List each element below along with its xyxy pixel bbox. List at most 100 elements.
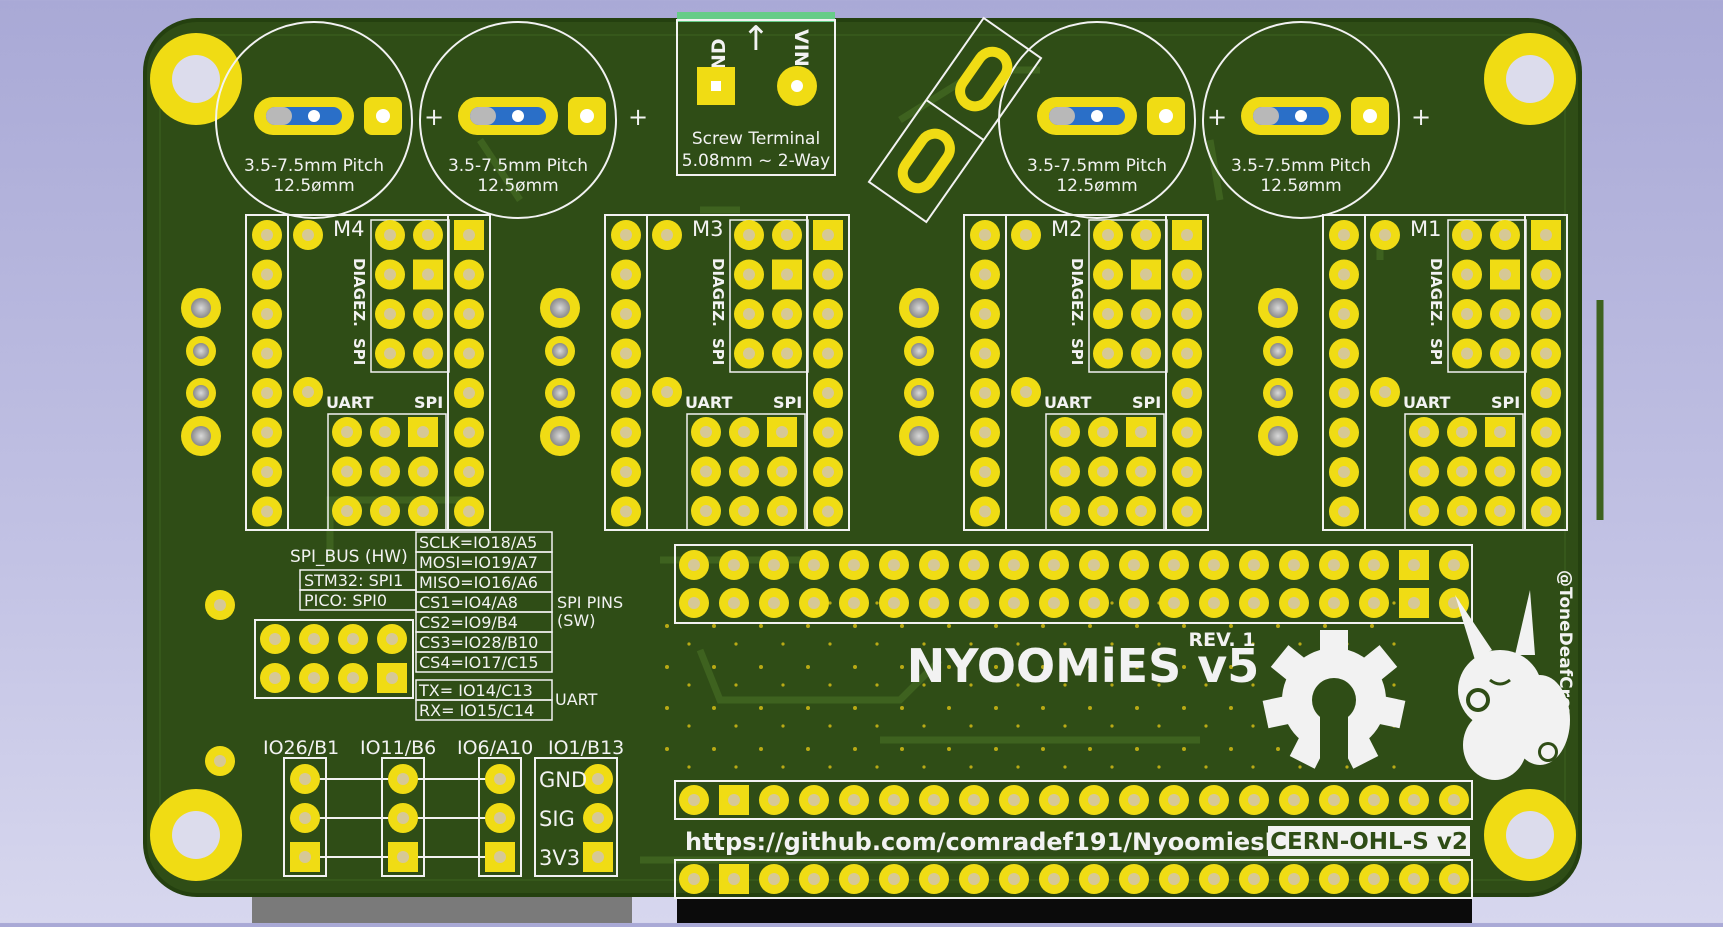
vin-terminal-label: VIN	[790, 29, 812, 67]
spi-mode-label: SPI	[1427, 338, 1445, 365]
mounting-holes	[150, 33, 1576, 881]
capacitor-pitch-label: 3.5-7.5mm Pitch	[448, 156, 588, 176]
author-tag: @ToneDeafCrow	[1555, 570, 1575, 725]
gpio-header-label: IO6/A10	[457, 737, 533, 759]
ez-label: EZ.	[350, 300, 368, 327]
spi-mode-label: SPI	[414, 393, 443, 412]
motor-label: M1	[1410, 217, 1441, 241]
capacitor-polarity-label: +	[1207, 103, 1227, 131]
spi-mode-label: SPI	[1132, 393, 1161, 412]
spi-mode-label: SPI	[350, 338, 368, 365]
spi-pin-label: CS2=IO9/B4	[419, 613, 518, 632]
spi-pins-label: SPI PINS	[557, 593, 623, 612]
motor-label: M4	[333, 217, 364, 241]
endstop-connector	[540, 288, 580, 456]
diag-label: DIAG	[350, 258, 368, 300]
board-title: NYOOMiES v5	[907, 639, 1259, 693]
capacitor-polarity-label: +	[628, 103, 648, 131]
capacitor-pitch-label: 3.5-7.5mm Pitch	[1231, 156, 1371, 176]
spi-mode-label: SPI	[1491, 393, 1520, 412]
spi-mode-label: SPI	[709, 338, 727, 365]
capacitor-polarity-label: +	[424, 103, 444, 131]
spi-bus-info-block: SPI_BUS (HW) STM32: SPI1 PICO: SPI0 SCLK…	[290, 531, 623, 721]
open-hardware-gear-icon	[1262, 630, 1406, 769]
spi-pin-label: CS1=IO4/A8	[419, 593, 518, 612]
capacitor-polarity-label: +	[1411, 103, 1431, 131]
diag-label: DIAG	[709, 258, 727, 300]
terminal-spec-label: 5.08mm ~ 2-Way	[682, 151, 830, 171]
spi-bus-title: SPI_BUS (HW)	[290, 547, 408, 567]
uart-mode-label: UART	[326, 393, 373, 412]
pin-headers	[674, 544, 1473, 899]
gpio-row-label: GND	[539, 768, 587, 792]
motor-label: M2	[1051, 217, 1082, 241]
mounting-hole-bottom-right	[1484, 789, 1576, 881]
header-row-bottom-1	[679, 785, 1469, 815]
capacitor-pitch-label: 3.5-7.5mm Pitch	[1027, 156, 1167, 176]
capacitor-diameter-label: 12.5ømm	[477, 176, 558, 196]
spi-pin-label: SCLK=IO18/A5	[419, 533, 537, 552]
mounting-hole-bottom-left	[150, 789, 242, 881]
terminal-type-label: Screw Terminal	[692, 129, 820, 149]
motor-label: M3	[692, 217, 723, 241]
ez-label: EZ.	[709, 300, 727, 327]
uart-header-block	[205, 590, 414, 776]
endstop-pads	[181, 288, 1298, 456]
spi-mode-label: SPI	[773, 393, 802, 412]
header-row-bottom-2	[679, 864, 1469, 894]
header-row-top-2	[679, 588, 1469, 618]
uart-tx-pin: TX= IO14/C13	[418, 681, 533, 700]
spi-pin-label: MISO=IO16/A6	[419, 573, 538, 592]
spi-pins-sw-label: (SW)	[557, 611, 595, 630]
spi-pin-label: CS4=IO17/C15	[419, 653, 539, 672]
uart-info-label: UART	[555, 690, 598, 709]
spi-mode-label: SPI	[1068, 338, 1086, 365]
spi-bus-pico: PICO: SPI0	[304, 591, 387, 610]
endstop-connector	[1258, 288, 1298, 456]
license-badge	[1268, 826, 1470, 856]
spi-bus-stm32: STM32: SPI1	[304, 571, 403, 590]
uart-mode-label: UART	[1044, 393, 1091, 412]
repository-url: https://github.com/comradef191/NyoomiesK…	[685, 828, 1323, 856]
diag-label: DIAG	[1427, 258, 1445, 300]
spi-pin-label: MOSI=IO19/A7	[419, 553, 538, 572]
uart-mode-label: UART	[685, 393, 732, 412]
uart-rx-pin: RX= IO15/C14	[419, 701, 534, 720]
board-revision: REV. 1	[1189, 629, 1256, 651]
endstop-connector	[899, 288, 939, 456]
gpio-header-label: IO26/B1	[263, 737, 339, 759]
oval-pad-footprint	[867, 16, 1043, 224]
mounting-hole-top-left	[150, 33, 242, 125]
up-arrow-icon: ↑	[742, 19, 771, 59]
gpio-row-label: 3V3	[539, 846, 580, 870]
capacitor-diameter-label: 12.5ømm	[273, 176, 354, 196]
ez-label: EZ.	[1068, 300, 1086, 327]
ez-label: EZ.	[1427, 300, 1445, 327]
gpio-row-label: SIG	[539, 807, 575, 831]
power-screw-terminal: GND VIN ↑ Screw Terminal 5.08mm ~ 2-Way	[676, 12, 836, 176]
mounting-hole-top-right	[1484, 33, 1576, 125]
gpio-header-label: IO11/B6	[360, 737, 436, 759]
mascot-drawing-icon	[1455, 590, 1570, 780]
uart-mode-label: UART	[1403, 393, 1450, 412]
capacitor-pitch-label: 3.5-7.5mm Pitch	[244, 156, 384, 176]
capacitor-diameter-label: 12.5ømm	[1260, 176, 1341, 196]
header-row-top-1	[679, 550, 1469, 580]
spi-pin-label: CS3=IO28/B10	[419, 633, 538, 652]
diag-label: DIAG	[1068, 258, 1086, 300]
license-label: CERN-OHL-S v2	[1270, 829, 1468, 855]
gpio-header-label: IO1/B13	[548, 737, 624, 759]
